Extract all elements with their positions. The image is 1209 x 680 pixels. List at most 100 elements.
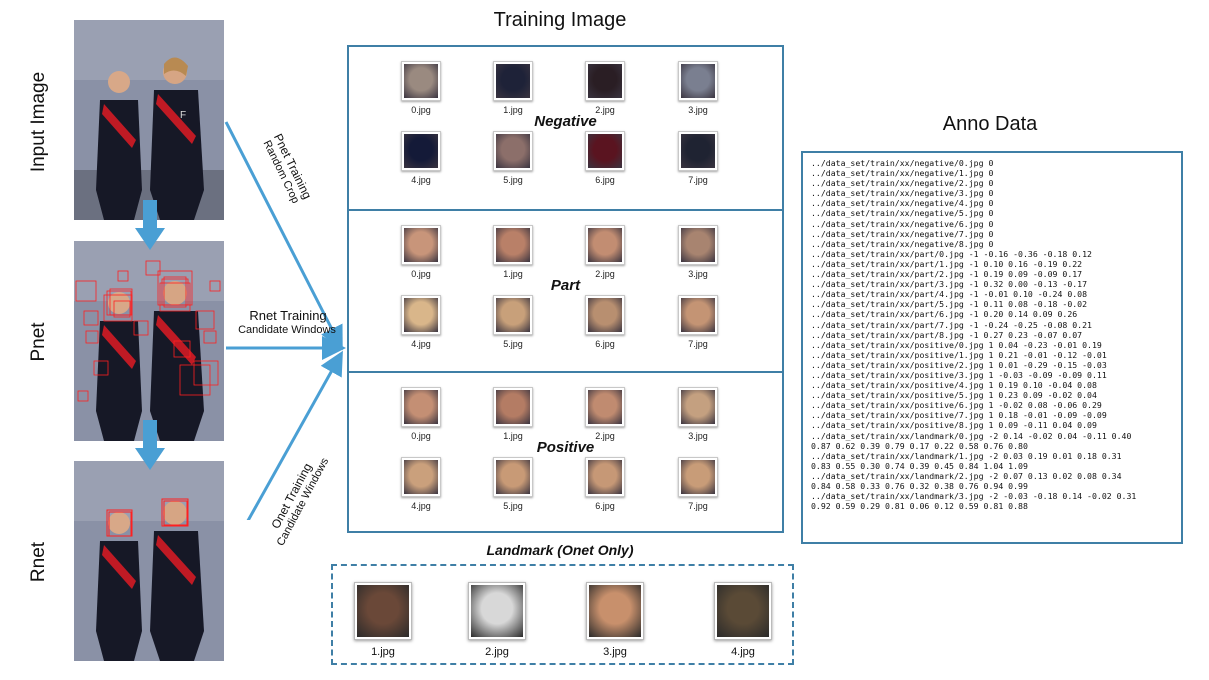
svg-text:F: F <box>180 110 186 121</box>
thumbnail[interactable]: 7.jpg <box>668 457 728 511</box>
landmark-thumbnail[interactable]: 3.jpg <box>575 582 655 658</box>
thumbnail[interactable]: 1.jpg <box>483 61 543 115</box>
thumbnail-image <box>678 225 718 265</box>
thumbnail-image <box>585 387 625 427</box>
anno-line: ../data_set/train/xx/part/1.jpg -1 0.10 … <box>811 258 1083 269</box>
thumbnail-image <box>678 457 718 497</box>
thumbnail-filename: 2.jpg <box>595 105 615 115</box>
thumbnail-image <box>401 457 441 497</box>
thumbnail[interactable]: 5.jpg <box>483 131 543 185</box>
thumbnail-filename: 7.jpg <box>688 175 708 185</box>
anno-line: ../data_set/train/xx/positive/0.jpg 1 0.… <box>811 339 1102 350</box>
landmark-title: Landmark (Onet Only) <box>486 542 634 558</box>
rnet-candidate-label: Candidate Windows <box>238 324 336 336</box>
rnet-photo <box>74 461 224 661</box>
landmark-thumbnail[interactable]: 4.jpg <box>703 582 783 658</box>
landmark-image <box>468 582 526 640</box>
landmark-thumbnail[interactable]: 1.jpg <box>343 582 423 658</box>
thumbnail-image <box>585 295 625 335</box>
thumbnail[interactable]: 3.jpg <box>668 225 728 279</box>
landmark-filename: 1.jpg <box>371 646 395 658</box>
input-photo: F <box>74 20 224 220</box>
anno-line: ../data_set/train/xx/part/4.jpg -1 -0.01… <box>811 289 1088 300</box>
pnet-label: Pnet <box>28 322 49 362</box>
thumbnail-filename: 0.jpg <box>411 105 431 115</box>
thumbnail-filename: 6.jpg <box>595 501 615 511</box>
thumbnail[interactable]: 1.jpg <box>483 387 543 441</box>
thumbnail[interactable]: 3.jpg <box>668 61 728 115</box>
thumbnail-filename: 5.jpg <box>503 175 523 185</box>
anno-line: ../data_set/train/xx/part/7.jpg -1 -0.24… <box>811 319 1092 330</box>
thumbnail[interactable]: 4.jpg <box>391 131 451 185</box>
down-arrow-1 <box>135 200 165 250</box>
thumbnail-filename: 0.jpg <box>411 431 431 441</box>
training-image-panel: 0.jpg 1.jpg 2.jpg 3.jpg 4.jpg 5.jpg 6.jpg 7.jpg… <box>347 45 784 533</box>
thumbnail-filename: 3.jpg <box>688 105 708 115</box>
landmark-thumbnail[interactable]: 2.jpg <box>457 582 537 658</box>
connector-arrows <box>224 121 346 520</box>
thumbnail-image <box>493 131 533 171</box>
anno-line: ../data_set/train/xx/positive/7.jpg 1 0.… <box>811 410 1107 421</box>
thumbnail[interactable]: 6.jpg <box>575 295 635 349</box>
thumbnail[interactable]: 4.jpg <box>391 457 451 511</box>
thumbnail[interactable]: 6.jpg <box>575 131 635 185</box>
anno-line: 0.83 0.55 0.30 0.74 0.39 0.45 0.84 1.04 … <box>811 460 1028 471</box>
thumbnail-filename: 3.jpg <box>688 269 708 279</box>
anno-line: ../data_set/train/xx/negative/2.jpg 0 <box>811 178 994 189</box>
thumbnail[interactable]: 7.jpg <box>668 131 728 185</box>
landmark-image <box>354 582 412 640</box>
thumbnail[interactable]: 4.jpg <box>391 295 451 349</box>
thumbnail-image <box>401 225 441 265</box>
anno-line: ../data_set/train/xx/landmark/2.jpg -2 0… <box>811 470 1122 481</box>
thumbnail[interactable]: 1.jpg <box>483 225 543 279</box>
thumbnail[interactable]: 0.jpg <box>391 61 451 115</box>
thumbnail-filename: 6.jpg <box>595 339 615 349</box>
input-image-label: Input Image <box>28 71 49 173</box>
anno-line: ../data_set/train/xx/positive/3.jpg 1 -0… <box>811 369 1107 380</box>
thumbnail-image <box>493 387 533 427</box>
thumbnail[interactable]: 5.jpg <box>483 457 543 511</box>
anno-data-title: Anno Data <box>942 113 1038 135</box>
thumbnail-image <box>493 61 533 101</box>
thumbnail-filename: 4.jpg <box>411 339 431 349</box>
thumbnail-image <box>678 61 718 101</box>
thumbnail[interactable]: 2.jpg <box>575 61 635 115</box>
thumbnail-filename: 4.jpg <box>411 501 431 511</box>
thumbnail[interactable]: 6.jpg <box>575 457 635 511</box>
thumbnail-image <box>678 295 718 335</box>
thumbnail-filename: 1.jpg <box>503 269 523 279</box>
section-part: 0.jpg 1.jpg 2.jpg 3.jpg 4.jpg 5.jpg 6.jpg 7.jpg… <box>349 209 782 373</box>
anno-line: ../data_set/train/xx/negative/5.jpg 0 <box>811 208 994 219</box>
rnet-training-label: Rnet Training <box>249 308 327 323</box>
anno-line: ../data_set/train/xx/positive/2.jpg 1 0.… <box>811 359 1107 370</box>
anno-line: ../data_set/train/xx/landmark/0.jpg -2 0… <box>811 430 1132 441</box>
thumbnail-filename: 5.jpg <box>503 339 523 349</box>
thumbnail-image <box>401 295 441 335</box>
landmark-image <box>714 582 772 640</box>
anno-line: ../data_set/train/xx/negative/6.jpg 0 <box>811 218 994 229</box>
thumbnail[interactable]: 7.jpg <box>668 295 728 349</box>
thumbnail-filename: 7.jpg <box>688 339 708 349</box>
thumbnail[interactable]: 0.jpg <box>391 387 451 441</box>
pnet-photo <box>74 241 224 441</box>
thumbnail-image <box>401 131 441 171</box>
thumbnail[interactable]: 2.jpg <box>575 225 635 279</box>
thumbnail[interactable]: 5.jpg <box>483 295 543 349</box>
thumbnail[interactable]: 2.jpg <box>575 387 635 441</box>
anno-line: ../data_set/train/xx/part/2.jpg -1 0.19 … <box>811 269 1083 280</box>
thumbnail-image <box>493 457 533 497</box>
thumbnail[interactable]: 3.jpg <box>668 387 728 441</box>
landmark-filename: 2.jpg <box>485 646 509 658</box>
anno-line: ../data_set/train/xx/positive/1.jpg 1 0.… <box>811 349 1107 360</box>
thumbnail-filename: 2.jpg <box>595 269 615 279</box>
training-image-title: Training Image <box>493 9 627 31</box>
section-negative: 0.jpg 1.jpg 2.jpg 3.jpg 4.jpg 5.jpg 6.jpg 7.jpg… <box>349 47 782 209</box>
thumbnail-filename: 6.jpg <box>595 175 615 185</box>
anno-line: ../data_set/train/xx/positive/5.jpg 1 0.… <box>811 390 1097 401</box>
thumbnail[interactable]: 0.jpg <box>391 225 451 279</box>
thumbnail-filename: 1.jpg <box>503 105 523 115</box>
anno-line: ../data_set/train/xx/negative/1.jpg 0 <box>811 168 994 179</box>
anno-line: 0.87 0.62 0.39 0.79 0.17 0.22 0.58 0.76 … <box>811 440 1028 451</box>
anno-line: ../data_set/train/xx/part/5.jpg -1 0.11 … <box>811 299 1088 310</box>
rnet-label: Rnet <box>28 541 49 583</box>
